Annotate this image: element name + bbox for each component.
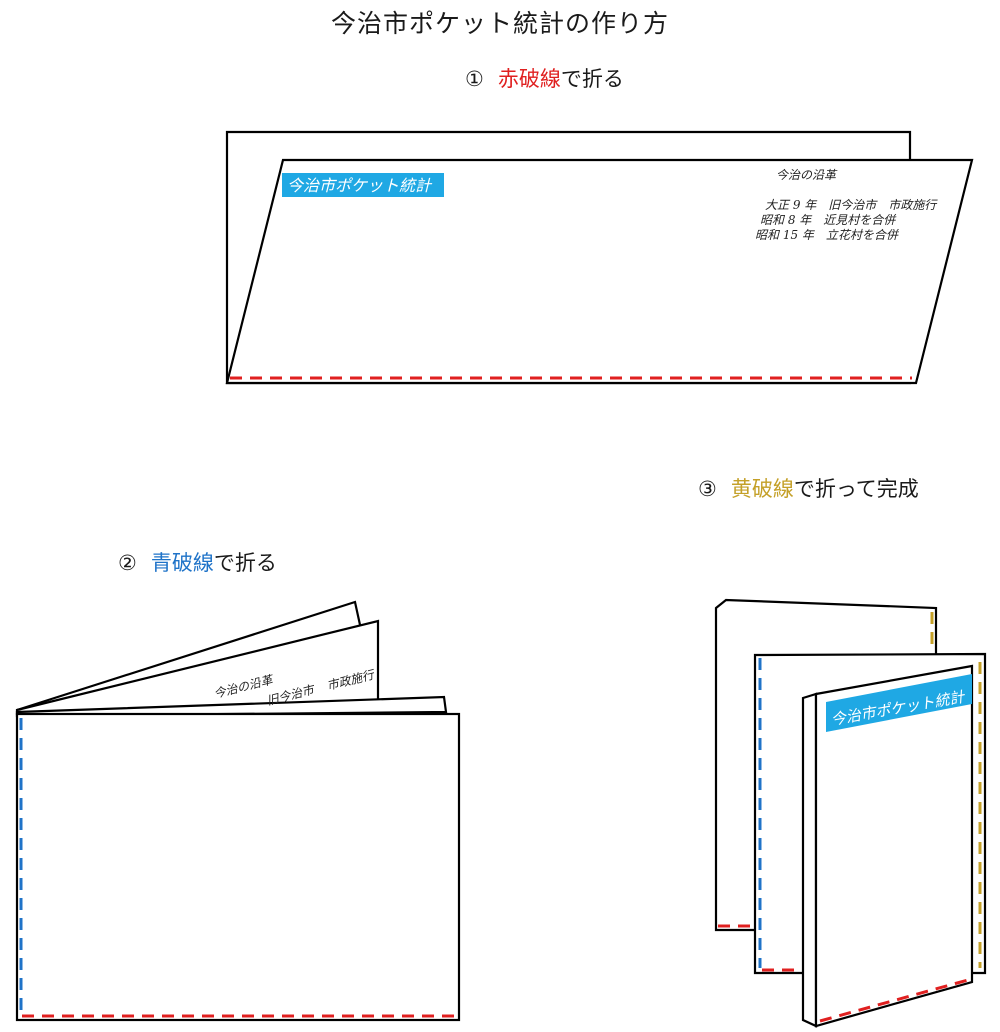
fig3-spine (801, 692, 818, 1028)
step-2-action: で折る (213, 551, 277, 575)
step-1-label: ① 赤破線で折る (465, 63, 624, 93)
step-3-line-label: 黄破線 (730, 477, 794, 501)
step-2-number: ② (118, 551, 137, 575)
fig1-cover-title: 今治市ポケット統計 (287, 176, 433, 195)
fig3-front-cover (814, 664, 974, 1028)
step-2-line-label: 青破線 (150, 551, 214, 575)
fig1-history-heading: 今治の沿革 (776, 168, 838, 182)
fig1-history-line-1: 大正 9 年 旧今治市 市政施行 (765, 198, 938, 212)
step-1-action: で折る (560, 67, 624, 91)
step-2-label: ② 青破線で折る (118, 547, 277, 577)
step-3-action: で折って完成 (793, 477, 919, 501)
fig1-history-line-3: 昭和 15 年 立花村を合併 (755, 228, 900, 242)
step-3-label: ③ 黄破線で折って完成 (698, 473, 919, 503)
fig1-cover-title-bg (282, 173, 444, 197)
figure-step-2: 今治の沿革 旧今治市 市政施行 (15, 600, 461, 1022)
page-title: 今治市ポケット統計の作り方 (330, 9, 669, 38)
fig1-history-line-2: 昭和 8 年 近見村を合併 (760, 213, 897, 227)
fig2-mid-flap (15, 619, 380, 716)
fig1-front-sheet (225, 158, 974, 385)
figure-step-1: 今治市ポケット統計 今治の沿革 大正 9 年 旧今治市 市政施行 昭和 8 年 … (225, 130, 974, 385)
figure-step-3: 今治市ポケット統計 (714, 598, 987, 1028)
step-1-line-label: 赤破線 (497, 67, 561, 91)
step-3-number: ③ (698, 477, 717, 501)
fig3-red-fold-line-front (819, 978, 969, 1023)
fig2-front-page (15, 712, 461, 1022)
fig3-cover-title-bg (826, 674, 972, 732)
step-1-number: ① (465, 67, 484, 91)
